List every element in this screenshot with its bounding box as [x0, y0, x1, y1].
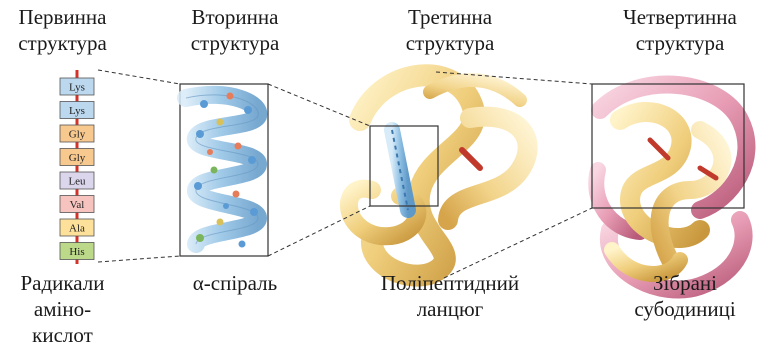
tertiary-caption: Поліпептидний ланцюг [355, 270, 545, 322]
amino-acid-label: Gly [69, 152, 86, 164]
amino-acid-label: His [69, 246, 84, 258]
amino-acid-box: His [60, 243, 94, 260]
amino-acid-box: Ala [60, 219, 94, 236]
secondary-caption: α-спіраль [160, 270, 310, 296]
quaternary-assembly [592, 84, 746, 289]
amino-acid-label: Val [70, 199, 85, 211]
amino-acid-box: Lys [60, 102, 94, 119]
connector-primary-secondary [98, 70, 180, 262]
tertiary-fold [349, 75, 528, 275]
primary-caption: Радикали аміно- кислот [0, 270, 125, 348]
amino-acid-box: Leu [60, 172, 94, 189]
amino-acid-box: Val [60, 196, 94, 213]
amino-acid-box: Gly [60, 125, 94, 142]
amino-acid-label: Gly [69, 129, 86, 141]
amino-acid-label: Lys [69, 82, 85, 94]
amino-acid-box: Lys [60, 78, 94, 95]
amino-acid-label: Lys [69, 105, 85, 117]
amino-acid-box: Gly [60, 149, 94, 166]
alpha-helix [180, 84, 268, 256]
amino-acid-label: Ala [69, 223, 85, 235]
quaternary-caption: Зібрані субодиниці [610, 270, 760, 322]
amino-acid-label: Leu [68, 176, 86, 188]
